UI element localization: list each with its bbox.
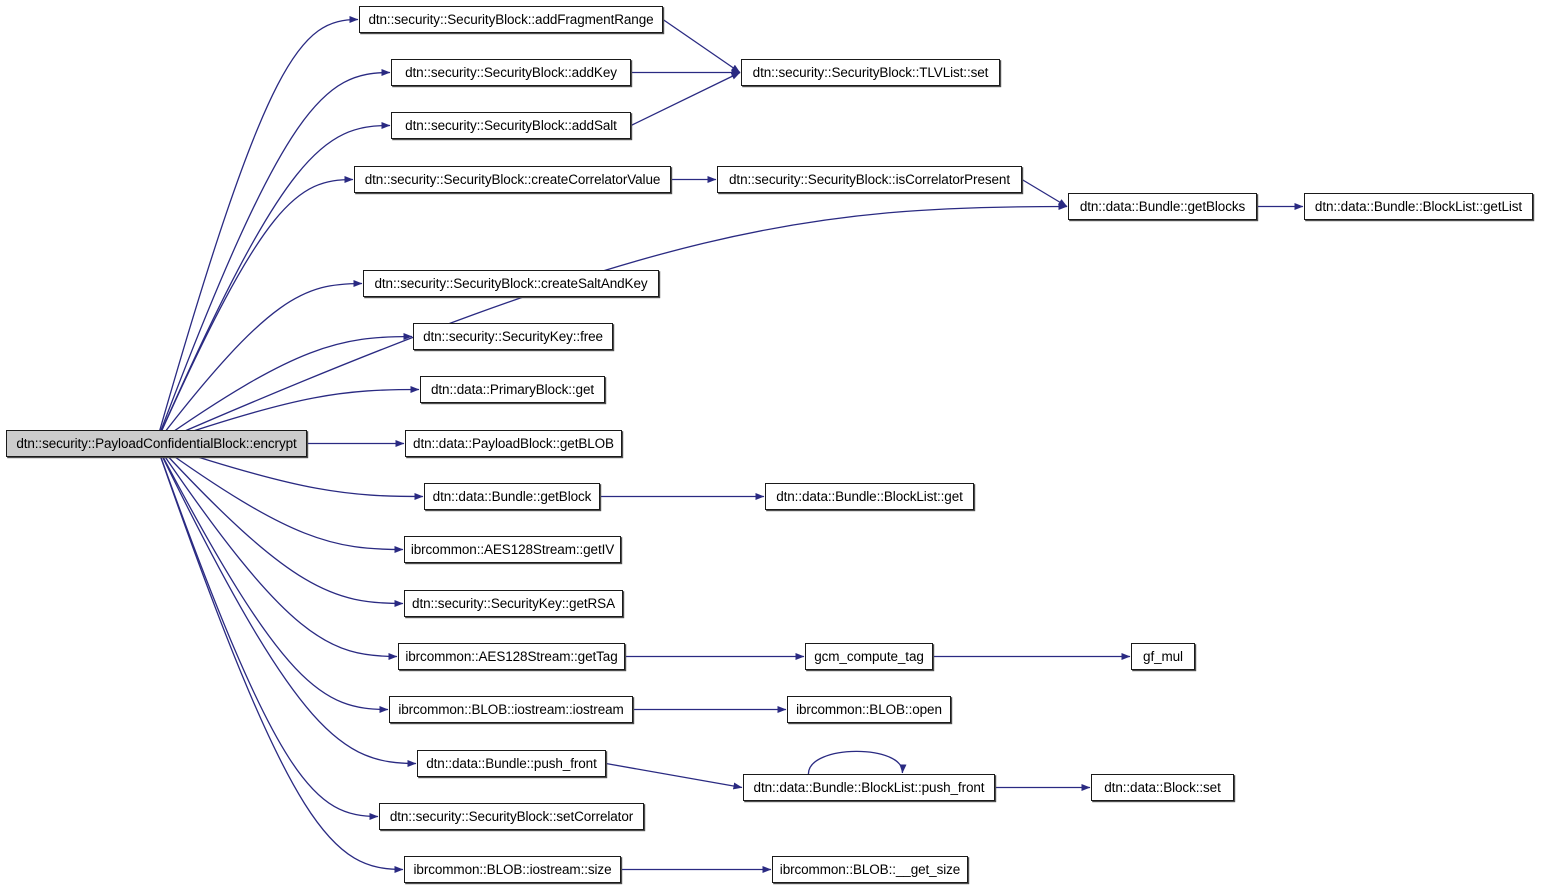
graph-node-gcmComputeTag[interactable]: gcm_compute_tag	[805, 643, 933, 670]
edge-root-to-bundlePushFront	[155, 443, 417, 767]
graph-node-label: ibrcommon::BLOB::open	[796, 701, 942, 717]
graph-node-label: dtn::security::SecurityBlock::setCorrela…	[389, 808, 634, 824]
graph-node-setCorrelator[interactable]: dtn::security::SecurityBlock::setCorrela…	[379, 803, 644, 830]
graph-node-label: dtn::security::SecurityBlock::addSalt	[405, 117, 617, 133]
graph-node-iostreamSize[interactable]: ibrcommon::BLOB::iostream::size	[404, 856, 621, 883]
graph-node-root[interactable]: dtn::security::PayloadConfidentialBlock:…	[6, 430, 307, 457]
graph-node-label: dtn::data::Bundle::push_front	[426, 755, 597, 771]
graph-node-getBlock[interactable]: dtn::data::Bundle::getBlock	[424, 483, 600, 510]
graph-node-primaryGet[interactable]: dtn::data::PrimaryBlock::get	[420, 376, 605, 403]
graph-node-gfMul[interactable]: gf_mul	[1131, 643, 1195, 670]
graph-node-label: ibrcommon::BLOB::iostream::size	[413, 861, 612, 877]
graph-node-isCorrelatorPresent[interactable]: dtn::security::SecurityBlock::isCorrelat…	[717, 166, 1022, 193]
graph-node-label: dtn::data::Bundle::BlockList::get	[776, 488, 963, 504]
graph-node-label: ibrcommon::AES128Stream::getTag	[405, 648, 618, 664]
graph-node-blobOpen[interactable]: ibrcommon::BLOB::open	[787, 696, 951, 723]
graph-node-addFragmentRange[interactable]: dtn::security::SecurityBlock::addFragmen…	[359, 6, 663, 33]
graph-node-label: dtn::data::Bundle::getBlock	[432, 488, 592, 504]
graph-node-bundlePushFront[interactable]: dtn::data::Bundle::push_front	[417, 750, 606, 777]
graph-node-blockListPushFront[interactable]: dtn::data::Bundle::BlockList::push_front	[743, 774, 995, 801]
graph-node-getList[interactable]: dtn::data::Bundle::BlockList::getList	[1304, 193, 1533, 220]
graph-node-label: dtn::security::SecurityKey::free	[423, 328, 603, 344]
graph-node-createSaltAndKey[interactable]: dtn::security::SecurityBlock::createSalt…	[363, 270, 659, 297]
graph-node-iostreamCtor[interactable]: ibrcommon::BLOB::iostream::iostream	[389, 696, 633, 723]
graph-node-blockSet[interactable]: dtn::data::Block::set	[1091, 774, 1234, 801]
edge-addFragmentRange-to-tlvSet	[662, 18, 741, 74]
graph-node-label: gcm_compute_tag	[814, 648, 924, 664]
graph-node-label: dtn::security::SecurityBlock::addKey	[405, 64, 617, 80]
graph-node-addSalt[interactable]: dtn::security::SecurityBlock::addSalt	[391, 112, 631, 139]
edge-root-to-createSaltAndKey	[155, 280, 363, 444]
graph-node-label: dtn::data::Bundle::getBlocks	[1079, 198, 1246, 214]
edge-blockListPushFront-to-blockListPushFront	[807, 750, 907, 775]
graph-node-label: gf_mul	[1143, 648, 1183, 664]
graph-node-label: dtn::security::SecurityBlock::createCorr…	[364, 171, 661, 187]
edge-isCorrelatorPresent-to-getBlocks	[1021, 178, 1068, 208]
edge-bundlePushFront-to-blockListPushFront	[605, 762, 743, 790]
graph-node-tlvSet[interactable]: dtn::security::SecurityBlock::TLVList::s…	[741, 59, 1000, 86]
graph-node-getRSA[interactable]: dtn::security::SecurityKey::getRSA	[404, 590, 623, 617]
edge-root-to-iostreamCtor	[155, 443, 389, 713]
edge-group	[155, 16, 1304, 873]
edge-root-to-freeKey	[155, 333, 413, 445]
graph-node-addKey[interactable]: dtn::security::SecurityBlock::addKey	[391, 59, 631, 86]
edge-root-to-getRSA	[155, 443, 404, 607]
edge-root-to-addFragmentRange	[155, 16, 359, 444]
graph-node-blockListGet[interactable]: dtn::data::Bundle::BlockList::get	[765, 483, 974, 510]
graph-node-label: dtn::data::Bundle::BlockList::push_front	[753, 779, 985, 795]
graph-node-label: dtn::security::SecurityBlock::createSalt…	[374, 275, 648, 291]
graph-node-label: ibrcommon::BLOB::iostream::iostream	[398, 701, 624, 717]
graph-node-createCorrelatorValue[interactable]: dtn::security::SecurityBlock::createCorr…	[354, 166, 671, 193]
edge-root-to-createCorrelatorValue	[155, 176, 354, 444]
graph-node-label: dtn::security::SecurityBlock::addFragmen…	[368, 11, 654, 27]
graph-node-label: ibrcommon::BLOB::__get_size	[779, 861, 961, 877]
graph-node-label: dtn::security::SecurityBlock::TLVList::s…	[752, 64, 989, 80]
graph-node-getSize[interactable]: ibrcommon::BLOB::__get_size	[772, 856, 968, 883]
graph-node-label: dtn::security::SecurityKey::getRSA	[412, 595, 615, 611]
graph-node-freeKey[interactable]: dtn::security::SecurityKey::free	[413, 323, 613, 350]
graph-node-getIV[interactable]: ibrcommon::AES128Stream::getIV	[404, 536, 621, 563]
graph-node-label: dtn::data::Bundle::BlockList::getList	[1314, 198, 1523, 214]
edge-addSalt-to-tlvSet	[630, 71, 741, 127]
graph-node-label: dtn::data::Block::set	[1104, 779, 1221, 795]
edge-root-to-iostreamSize	[155, 443, 404, 873]
graph-node-getBLOB[interactable]: dtn::data::PayloadBlock::getBLOB	[405, 430, 622, 457]
graph-node-label: dtn::data::PayloadBlock::getBLOB	[413, 435, 614, 451]
edge-root-to-getTag	[155, 443, 398, 660]
edge-root-to-setCorrelator	[155, 443, 379, 820]
graph-node-getTag[interactable]: ibrcommon::AES128Stream::getTag	[398, 643, 625, 670]
edge-root-to-getIV	[155, 442, 404, 553]
edge-root-to-addKey	[155, 69, 391, 444]
graph-node-label: dtn::security::SecurityBlock::isCorrelat…	[729, 171, 1010, 187]
graph-node-label: dtn::data::PrimaryBlock::get	[430, 381, 595, 397]
graph-node-getBlocks[interactable]: dtn::data::Bundle::getBlocks	[1068, 193, 1257, 220]
graph-node-label: ibrcommon::AES128Stream::getIV	[410, 541, 615, 557]
graph-node-label: dtn::security::PayloadConfidentialBlock:…	[16, 435, 297, 451]
